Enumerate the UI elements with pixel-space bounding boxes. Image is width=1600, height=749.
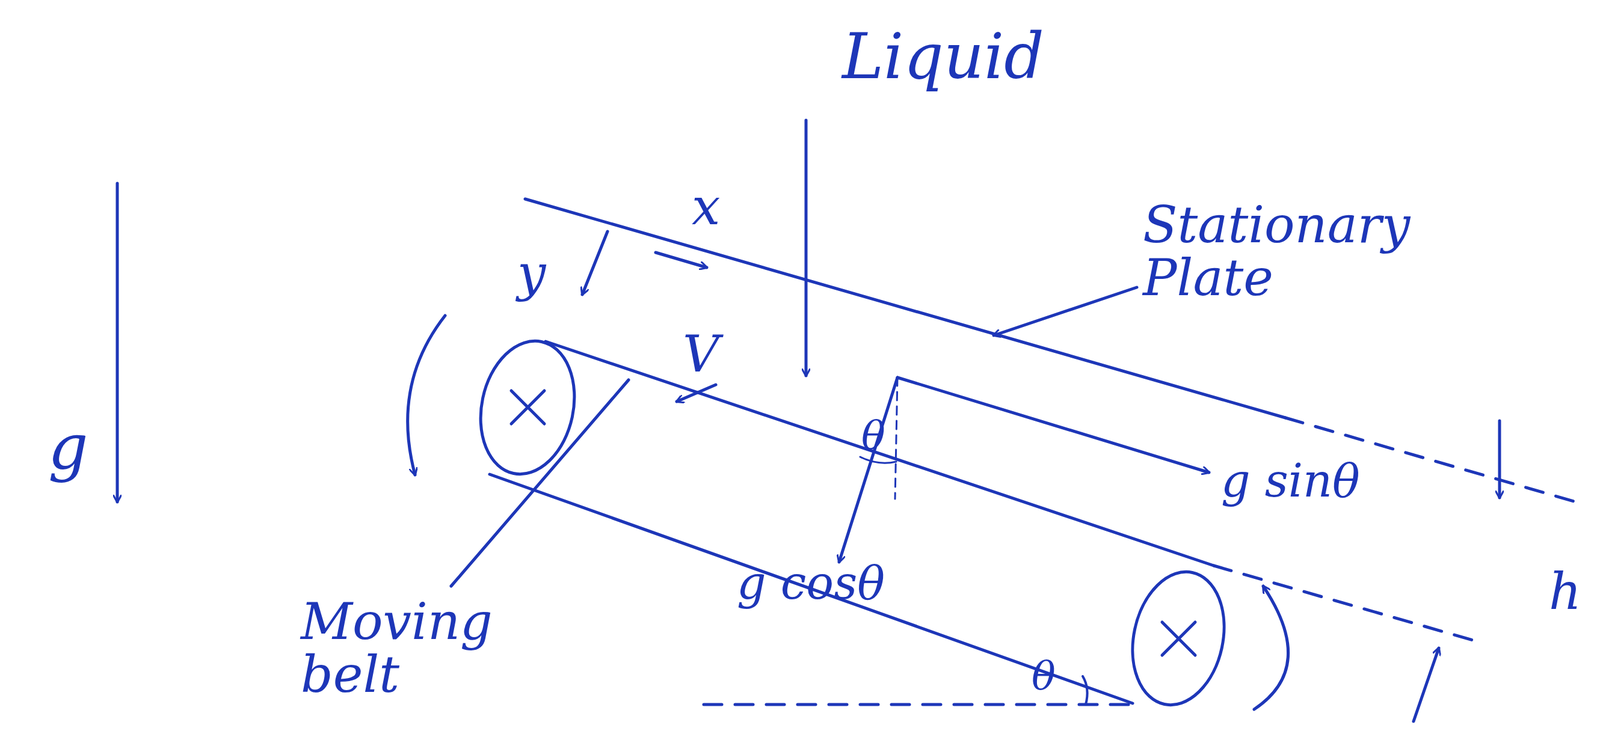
angle-label: θ [1031,655,1056,698]
axis-label: x [691,180,720,234]
velocity-label: V [682,327,720,381]
component-label: g sinθ [1221,457,1360,506]
dimension-label: h [1548,565,1582,619]
flow-label: Liquid [842,24,1045,90]
gravity-label: g [48,415,89,481]
part-label: Stationary Plate [1142,198,1384,305]
axis-label: y [517,246,546,300]
part-label: Moving belt [300,595,476,702]
component-label: g cosθ [736,559,885,608]
angle-label: θ [861,415,886,457]
